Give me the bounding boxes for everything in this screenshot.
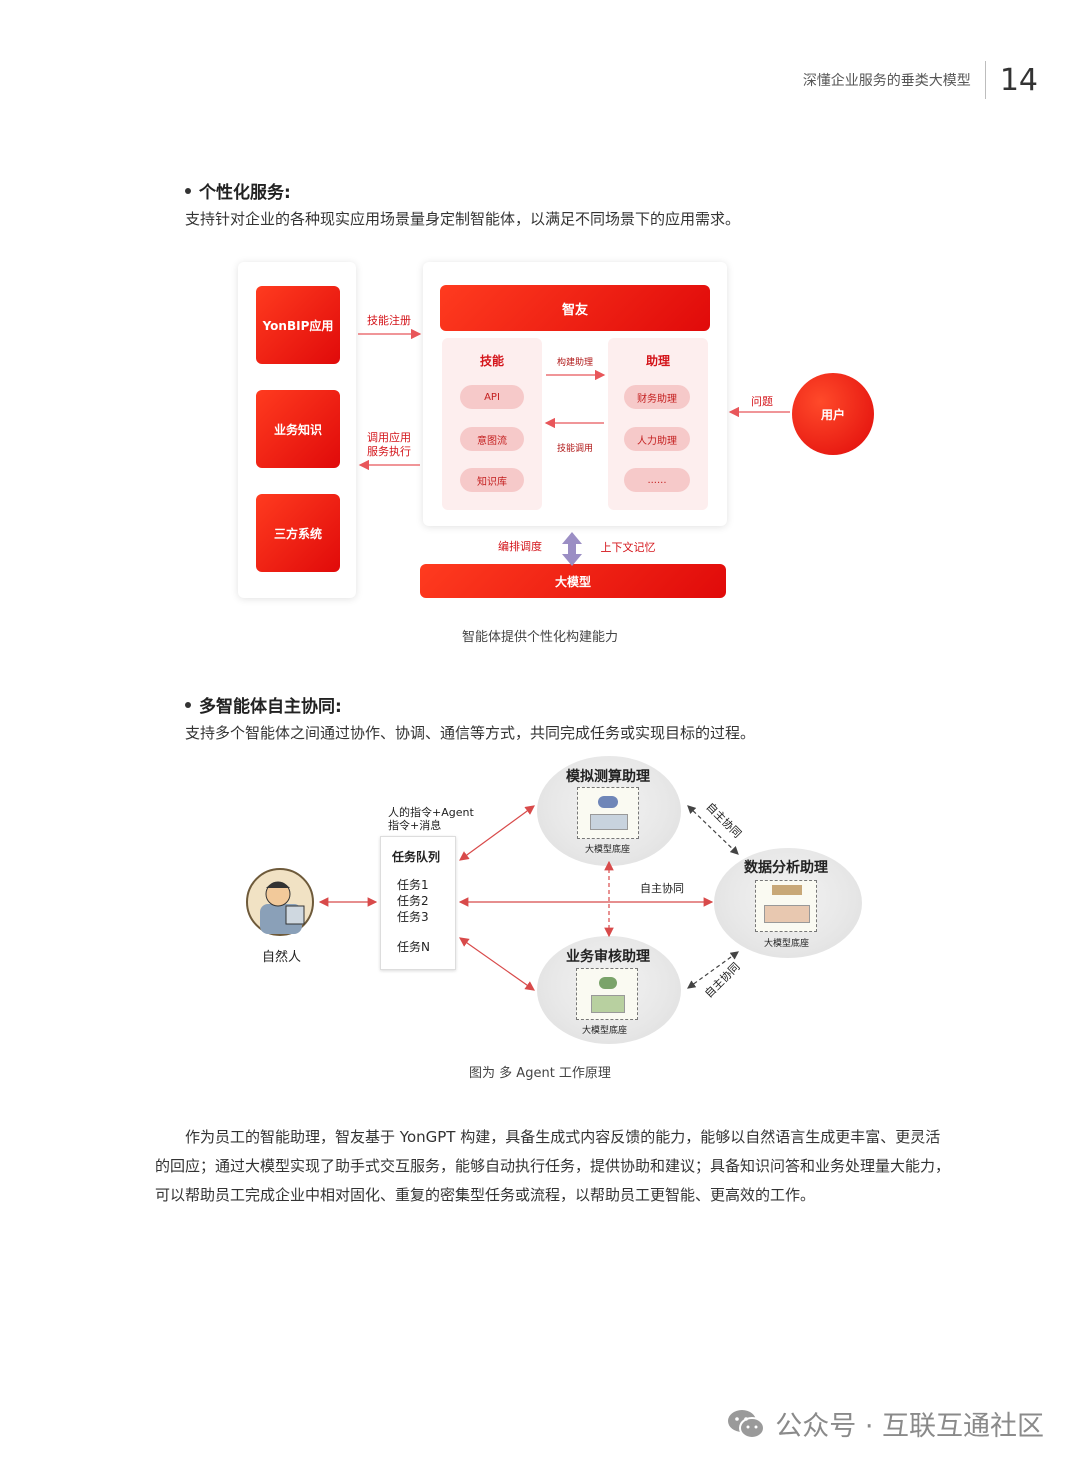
label-question: 问题 (751, 395, 773, 408)
diagram1-arrows (358, 328, 790, 566)
assist-pill-finance: 财务助理 (624, 385, 690, 409)
double-arrow-icon (562, 532, 582, 566)
assist-pill-hr: 人力助理 (624, 427, 690, 451)
person-label: 自然人 (262, 950, 302, 965)
left-box-yonbip: YonBIP应用 (256, 286, 340, 364)
agent-bottom-title: 业务审核助理 (566, 949, 650, 965)
bullet-dot (185, 702, 191, 708)
label-register: 技能注册 (367, 314, 411, 327)
instruction-line1: 人的指令+Agent (388, 806, 474, 819)
left-box-third-party: 三方系统 (256, 494, 340, 572)
assist-pill-more: ...... (624, 468, 690, 492)
section2-heading: 多智能体自主协同: (185, 692, 342, 717)
label-invoke-line1: 调用应用 (367, 431, 411, 444)
agent-right-frame (755, 880, 817, 932)
skill-pill-api: API (460, 385, 524, 409)
label-orchestration: 编排调度 (498, 540, 542, 553)
agent-bottom-sub: 大模型底座 (582, 1026, 628, 1036)
diagram2-arrows (318, 805, 739, 991)
page-number: 14 (999, 62, 1038, 98)
agent-right-title: 数据分析助理 (744, 860, 828, 876)
watermark: 公众号 · 互联互通社区 (727, 1404, 1044, 1443)
agent-right-sub: 大模型底座 (764, 939, 810, 949)
diagram1-caption: 智能体提供个性化构建能力 (461, 630, 618, 645)
agent-right-icon (772, 885, 802, 895)
agent-top-sub: 大模型底座 (585, 845, 631, 855)
center-collab-label: 自主协同 (640, 882, 684, 895)
user-circle: 用户 (792, 373, 874, 455)
agent-bottom-doc-icon (591, 995, 625, 1013)
instruction-line2: 指令+消息 (388, 819, 442, 832)
bottom-bar-llm: 大模型 (420, 564, 726, 598)
skill-pill-knowledge: 知识库 (460, 468, 524, 492)
task-item: 任务2 (397, 894, 429, 908)
arrow-queue-top (459, 805, 535, 861)
agent-top-frame (577, 787, 639, 839)
task-item: 任务N (397, 940, 430, 954)
label-invoke: 调用应用 服务执行 (360, 431, 418, 459)
skill-pill-intent: 意图流 (460, 427, 524, 451)
task-queue-box (380, 836, 456, 970)
task-item: 任务3 (397, 910, 429, 924)
person-icon (246, 868, 314, 936)
watermark-text: 公众号 · 互联互通社区 (775, 1411, 1044, 1442)
section1-description: 支持针对企业的各种现实应用场景量身定制智能体，以满足不同场景下的应用需求。 (185, 210, 741, 228)
body-paragraph: 作为员工的智能助理，智友基于 YonGPT 构建，具备生成式内容反馈的能力，能够… (155, 1128, 951, 1204)
agent-bottom-icon (599, 977, 617, 989)
section2-heading-text: 多智能体自主协同: (199, 697, 342, 717)
label-context-memory: 上下文记忆 (600, 541, 656, 554)
arrow-bottom-right (687, 951, 739, 989)
wechat-icon (728, 1409, 766, 1439)
arrow-queue-bottom (459, 937, 535, 991)
agent-top-title: 模拟测算助理 (566, 769, 650, 785)
page-header: 深懂企业服务的垂类大模型 14 (803, 60, 1038, 100)
section1-heading-text: 个性化服务: (199, 183, 291, 203)
agent-top-device-icon (590, 814, 628, 830)
queue-title: 任务队列 (392, 850, 441, 864)
agent-right-money-icon (764, 905, 810, 923)
section1-heading: 个性化服务: (185, 178, 291, 203)
top-bar-zhiyou: 智友 (440, 285, 710, 331)
skills-title: 技能 (479, 354, 504, 368)
header-title: 深懂企业服务的垂类大模型 (802, 73, 971, 89)
agent-top-icon (598, 796, 618, 808)
arrow-top-right (687, 805, 739, 855)
instruction-label: 人的指令+Agent 指令+消息 (388, 806, 474, 832)
section2-description: 支持多个智能体之间通过协作、协调、通信等方式，共同完成任务或实现目标的过程。 (185, 724, 756, 742)
agent-bottom-frame (576, 968, 638, 1020)
diagram2-caption: 图为 多 Agent 工作原理 (469, 1066, 611, 1081)
left-box-knowledge: 业务知识 (256, 390, 340, 468)
header-divider (984, 61, 986, 99)
label-build: 构建助理 (556, 358, 593, 368)
bullet-dot (185, 188, 191, 194)
label-skill-call: 技能调用 (556, 444, 593, 454)
label-invoke-line2: 服务执行 (367, 445, 411, 458)
task-item: 任务1 (397, 878, 429, 892)
assist-title: 助理 (645, 354, 670, 368)
